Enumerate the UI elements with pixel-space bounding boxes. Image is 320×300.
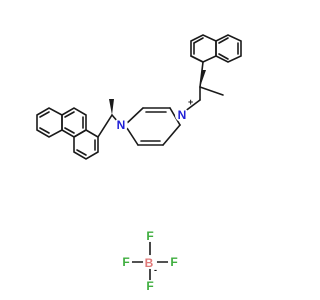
naphthalene-upper [190, 34, 242, 63]
fluorine-label-top: F [146, 229, 153, 243]
boron-label: B [145, 256, 154, 270]
n1-atom: N [114, 118, 128, 132]
chiral-center-upper [190, 55, 224, 96]
n1-label: N [117, 118, 126, 132]
chiral-center-lower [97, 99, 119, 138]
imidazolium-ring [124, 107, 181, 146]
fluorine-label-left: F [122, 255, 129, 269]
molecule-drawing: N N + B - F F F F [36, 34, 242, 293]
structure-canvas: N N + B - F F F F [36, 34, 242, 293]
boron-charge: - [154, 265, 157, 275]
naphthalene-lower-ring2 [73, 129, 99, 160]
n3-atom: N + [175, 97, 193, 122]
n3-label: N [178, 108, 187, 122]
tetrafluoroborate-anion: B - F F F F [120, 229, 180, 293]
n3-charge: + [188, 97, 193, 107]
naphthalene-lower [36, 107, 87, 138]
fluorine-label-right: F [170, 255, 177, 269]
fluorine-label-bottom: F [146, 279, 153, 293]
